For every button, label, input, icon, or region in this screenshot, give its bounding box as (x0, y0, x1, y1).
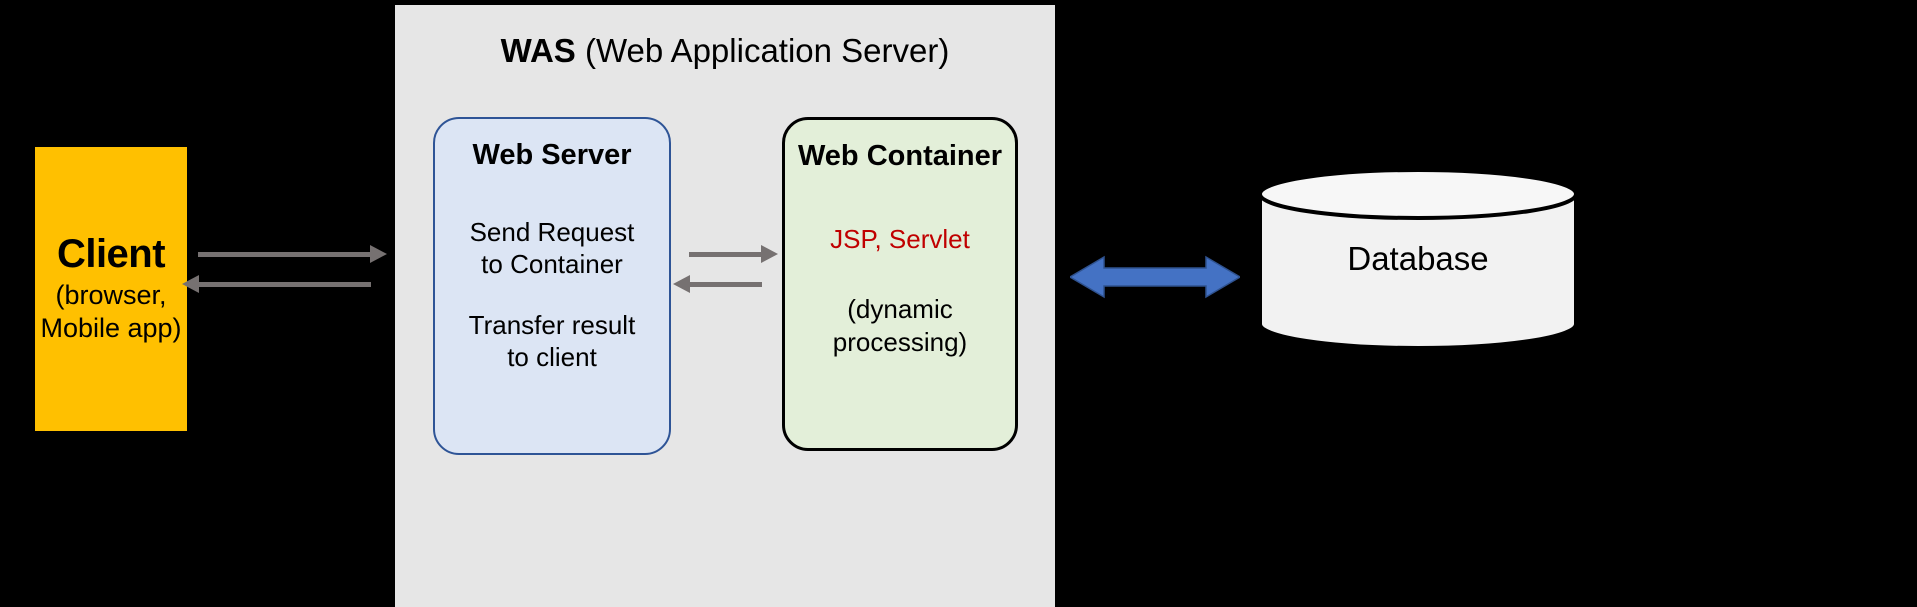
web-server-node: Web Server Send Request to Container Tra… (433, 117, 671, 455)
arrow-was-to-client (182, 275, 371, 293)
arrow-left-icon (182, 275, 199, 293)
was-panel: WAS (Web Application Server) Web Server … (395, 5, 1055, 607)
arrow-client-to-was (198, 245, 387, 263)
arrow-left-icon (673, 275, 690, 293)
web-container-line-1: JSP, Servlet (830, 223, 970, 254)
web-server-line-4: to client (507, 342, 597, 373)
client-subtitle-line2: Mobile app) (40, 313, 182, 343)
arrow-right-icon (370, 245, 387, 263)
web-container-line-2: (dynamic (847, 294, 953, 325)
web-server-line-1: Send Request (469, 216, 635, 247)
database-node: Database (1258, 168, 1578, 350)
web-container-title: Web Container (797, 140, 1003, 172)
arrow-container-to-server (673, 275, 762, 293)
web-server-line-2: to Container (481, 249, 623, 280)
was-title: WAS (Web Application Server) (395, 32, 1055, 70)
cylinder-icon (1258, 168, 1578, 350)
web-server-line-3: Transfer result (468, 309, 636, 340)
arrow-server-to-container (689, 245, 778, 263)
was-title-expansion: (Web Application Server) (584, 32, 950, 69)
double-arrow-icon (1070, 255, 1240, 299)
web-server-title: Web Server (472, 139, 632, 171)
web-container-line-3: processing) (832, 326, 968, 357)
was-title-abbr: WAS (500, 32, 576, 69)
client-node: Client (browser, Mobile app) (35, 147, 187, 431)
client-subtitle-line1: (browser, (55, 280, 167, 311)
arrow-right-icon (761, 245, 778, 263)
client-title: Client (56, 232, 166, 277)
web-container-node: Web Container JSP, Servlet (dynamic proc… (782, 117, 1018, 451)
